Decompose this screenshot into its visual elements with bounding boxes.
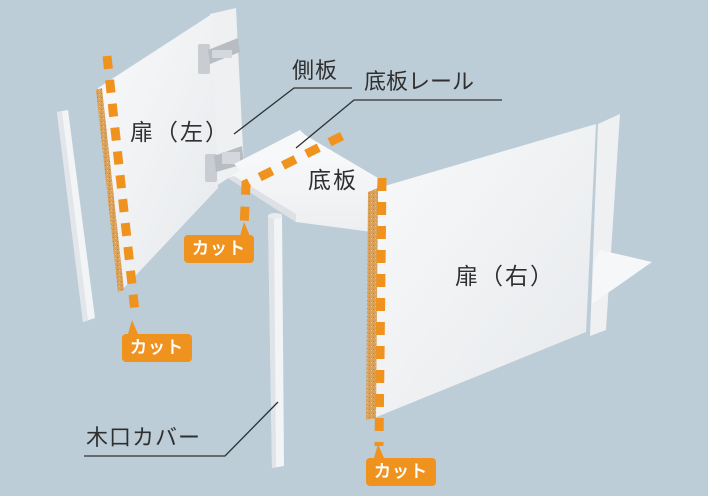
cut-badge-bottom-panel: カット bbox=[184, 235, 254, 263]
door-right-label: 扉（右） bbox=[455, 264, 555, 290]
hinge-top bbox=[198, 38, 240, 74]
bottom-rail-label: 底板レール bbox=[364, 70, 475, 95]
door-left bbox=[96, 14, 218, 292]
side-panel-label: 側板 bbox=[292, 59, 339, 84]
cut-line-bottom-panel bbox=[239, 131, 345, 229]
badge-tail-middle bbox=[240, 222, 250, 236]
door-right bbox=[366, 124, 596, 420]
badge-tail-left bbox=[128, 320, 138, 334]
badge-tail-right bbox=[374, 444, 384, 458]
bottom-panel-label: 底板 bbox=[308, 168, 358, 194]
cut-line-left-door bbox=[102, 55, 140, 313]
side-panel-right bbox=[590, 114, 652, 336]
edge-cover-middle bbox=[268, 213, 284, 468]
door-left-label: 扉（左） bbox=[130, 120, 230, 146]
cut-line-right-door bbox=[374, 177, 387, 447]
edge-cover-left bbox=[57, 110, 95, 322]
cut-badge-left-door: カット bbox=[122, 334, 192, 362]
leader-lines bbox=[84, 87, 502, 457]
edge-cover-label: 木口カバー bbox=[86, 426, 202, 451]
cut-badge-right-door: カット bbox=[366, 458, 436, 486]
